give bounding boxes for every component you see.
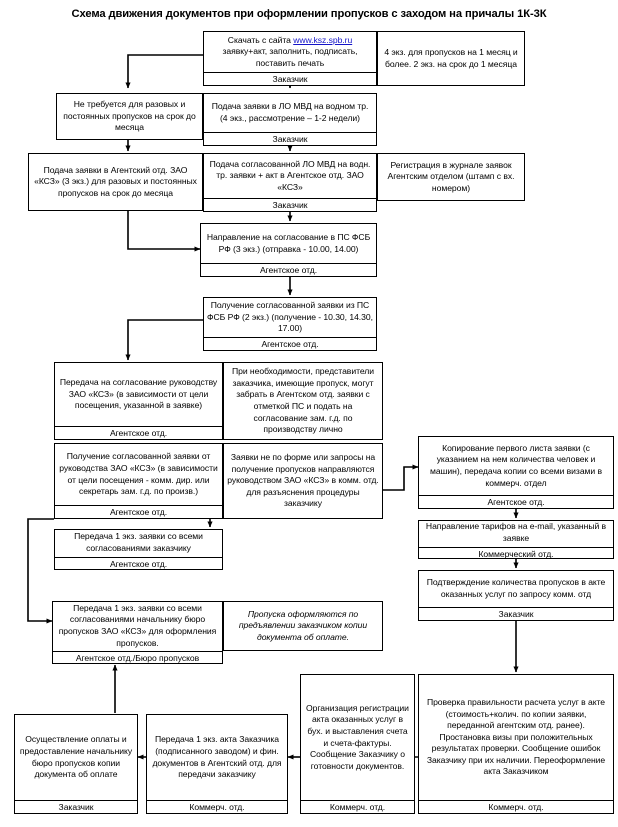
box-passes-issued: Пропуска оформляются по предъявлении зак… <box>223 601 383 651</box>
box-submit-lo-mvd-text: Подача заявки в ЛО МВД на водном тр. (4 … <box>211 101 369 123</box>
box-wrong-form-text: Заявки не по форме или запросы на получе… <box>227 452 379 509</box>
box-send-tariffs-text: Направление тарифов на e-mail, указанный… <box>425 521 607 543</box>
box-confirm-count: Подтверждение количества пропусков в акт… <box>418 570 614 621</box>
box-check-calc-text: Проверка правильности расчета услуг в ак… <box>426 696 606 777</box>
box-submit-agency-text: Подача заявки в Агентский отд. ЗАО «КСЗ»… <box>34 164 197 198</box>
box-copy-first-page: Копирование первого листа заявки (с указ… <box>418 436 614 509</box>
box-transfer-chief-text: Передача 1 экз. заявки со всеми согласов… <box>58 602 217 648</box>
box-send-fsb: Направление на согласование в ПС ФСБ РФ … <box>200 223 377 277</box>
box-transfer-copy-customer: Передача 1 экз. заявки со всеми согласов… <box>54 529 223 570</box>
page-title: Схема движения документов при оформлении… <box>71 8 547 20</box>
box-registration: Регистрация в журнале заявок Агентским о… <box>377 153 525 201</box>
box-register-act-actor: Коммерч. отд. <box>301 800 414 813</box>
box-transfer-chief: Передача 1 экз. заявки со всеми согласов… <box>52 601 223 664</box>
box-send-fsb-actor: Агентское отд. <box>201 263 376 276</box>
box-transfer-mgmt: Передача на согласование руководству ЗАО… <box>54 362 223 440</box>
box-transfer-copy-customer-actor: Агентское отд. <box>55 556 222 570</box>
box-receive-fsb: Получение согласованной заявки из ПС ФСБ… <box>203 297 377 351</box>
box-copy-first-page-text: Копирование первого листа заявки (с указ… <box>429 442 603 488</box>
box-receive-fsb-text: Получение согласованной заявки из ПС ФСБ… <box>207 300 373 334</box>
box-if-needed: При необходимости, представители заказчи… <box>223 362 383 440</box>
box-payment-actor: Заказчик <box>15 800 137 813</box>
box-wrong-form: Заявки не по форме или запросы на получе… <box>223 443 383 519</box>
box-download: Скачать с сайта www.ksz.spb.ru заявку+ак… <box>203 31 377 86</box>
box-receive-mgmt-actor: Агентское отд. <box>55 505 222 518</box>
box-registration-text: Регистрация в журнале заявок Агентским о… <box>387 159 515 193</box>
box-send-tariffs: Направление тарифов на e-mail, указанный… <box>418 520 614 559</box>
box-check-calc: Проверка правильности расчета услуг в ак… <box>418 674 614 814</box>
box-submit-approved-lo-actor: Заказчик <box>204 198 376 211</box>
box-register-act-text: Организация регистрации акта оказанных у… <box>306 702 409 771</box>
box-receive-mgmt: Получение согласованной заявки от руково… <box>54 443 223 519</box>
ksz-website-link[interactable]: www.ksz.spb.ru <box>293 34 353 45</box>
box-transfer-chief-actor: Агентское отд./Бюро пропусков <box>53 651 222 664</box>
box-transfer-mgmt-text: Передача на согласование руководству ЗАО… <box>59 377 218 411</box>
box-payment: Осуществление оплаты и предоставление на… <box>14 714 138 814</box>
box-transfer-act-text: Передача 1 экз. акта Заказчика (подписан… <box>152 734 282 780</box>
box-register-act: Организация регистрации акта оказанных у… <box>300 674 415 814</box>
box-transfer-act: Передача 1 экз. акта Заказчика (подписан… <box>146 714 288 814</box>
box-copy-first-page-actor: Агентское отд. <box>419 495 613 508</box>
box-submit-agency: Подача заявки в Агентский отд. ЗАО «КСЗ»… <box>28 153 203 211</box>
box-send-tariffs-actor: Коммерческий отд. <box>419 546 613 560</box>
box-download-actor: Заказчик <box>204 72 376 85</box>
box-send-fsb-text: Направление на согласование в ПС ФСБ РФ … <box>206 231 371 254</box>
box-transfer-mgmt-actor: Агентское отд. <box>55 426 222 439</box>
box-if-needed-text: При необходимости, представители заказчи… <box>231 366 375 435</box>
box-not-required-text: Не требуется для разовых и постоянных пр… <box>63 99 196 133</box>
box-transfer-copy-customer-text: Передача 1 экз. заявки со всеми согласов… <box>74 531 203 553</box>
box-submit-lo-mvd: Подача заявки в ЛО МВД на водном тр. (4 … <box>203 93 377 146</box>
box-download-text: Скачать с сайта www.ksz.spb.ru заявку+ак… <box>222 34 358 68</box>
box-submit-approved-lo-text: Подача согласованной ЛО МВД на водн. тр.… <box>209 158 371 192</box>
box-passes-issued-text: Пропуска оформляются по предъявлении зак… <box>238 608 368 642</box>
box-copies-note: 4 экз. для пропусков на 1 месяц и более.… <box>377 31 525 86</box>
box-submit-approved-lo: Подача согласованной ЛО МВД на водн. тр.… <box>203 153 377 212</box>
box-submit-lo-mvd-actor: Заказчик <box>204 132 376 145</box>
box-receive-mgmt-text: Получение согласованной заявки от руково… <box>59 451 218 497</box>
box-check-calc-actor: Коммерч. отд. <box>419 800 613 813</box>
box-copies-note-text: 4 экз. для пропусков на 1 месяц и более.… <box>384 46 518 69</box>
box-receive-fsb-actor: Агентское отд. <box>204 337 376 350</box>
box-payment-text: Осуществление оплаты и предоставление на… <box>19 734 133 780</box>
box-confirm-count-text: Подтверждение количества пропусков в акт… <box>426 577 606 599</box>
box-not-required: Не требуется для разовых и постоянных пр… <box>56 93 203 140</box>
box-transfer-act-actor: Коммерч. отд. <box>147 800 287 813</box>
box-confirm-count-actor: Заказчик <box>419 607 613 620</box>
